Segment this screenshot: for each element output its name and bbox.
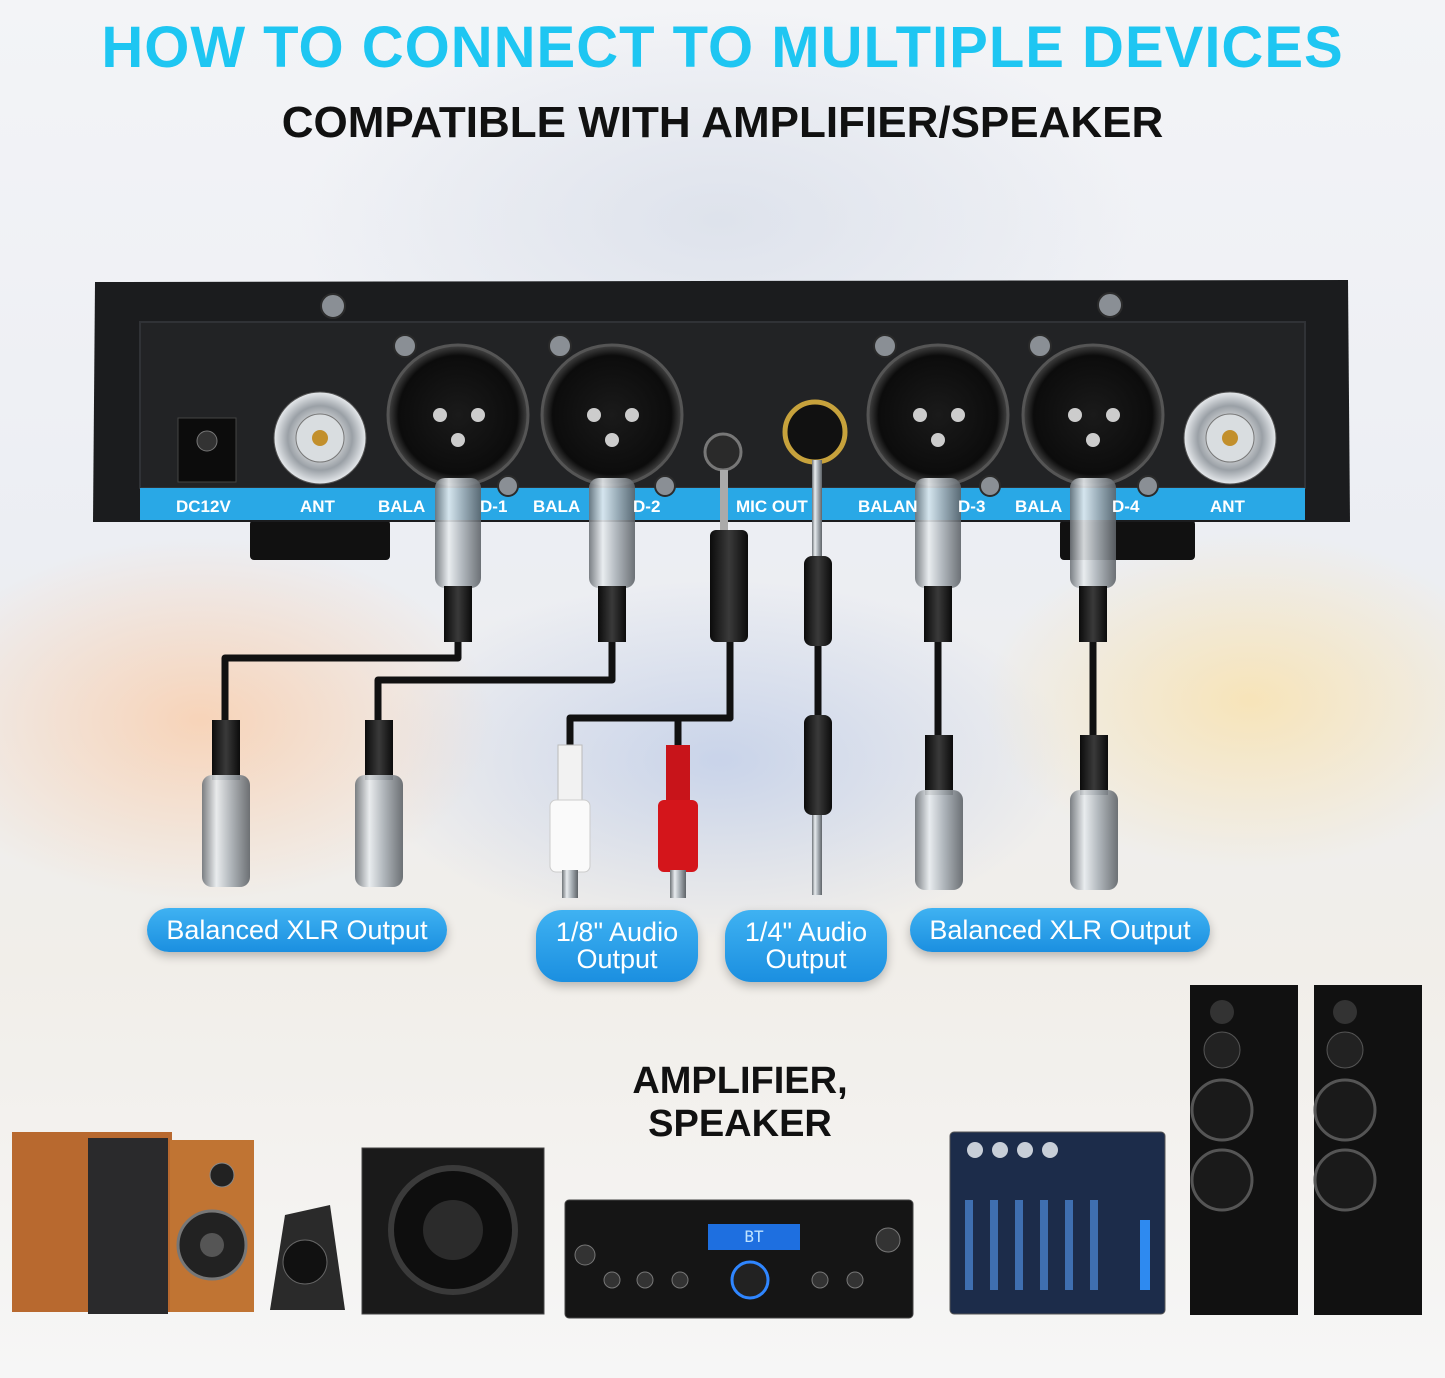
xlr-plug-bottom-1 — [202, 720, 250, 887]
xlr-socket-4 — [1021, 343, 1165, 487]
label-ant-left: ANT — [300, 497, 335, 516]
xlr-plug-bottom-3 — [915, 735, 963, 890]
satellite-speaker — [270, 1205, 345, 1310]
label-balanced-2b: D-2 — [633, 497, 661, 516]
mini-plug-top — [710, 470, 748, 642]
xlr-socket-2 — [540, 343, 684, 487]
label-balanced-xlr-output-left: Balanced XLR Output — [147, 908, 447, 952]
tower-speaker-left — [1190, 985, 1298, 1315]
xlr-plug-top-4 — [1070, 478, 1116, 642]
xlr-plug-bottom-2 — [355, 720, 403, 887]
label-balanced-4a: BALA — [1015, 497, 1063, 516]
amp-display — [708, 1224, 800, 1250]
quarter-plug-top — [804, 460, 832, 646]
label-balanced-1b: D-1 — [480, 497, 508, 516]
quarter-inch-jack — [782, 399, 848, 465]
label-balanced-3a: BALAN — [858, 497, 918, 516]
subwoofer — [361, 1147, 545, 1315]
audio-mixer — [949, 1131, 1166, 1315]
amp-display-text: BT — [744, 1227, 764, 1246]
rca-plug-white — [549, 744, 591, 898]
label-balanced-3b: D-3 — [958, 497, 986, 516]
devices-heading: AMPLIFIER, SPEAKER — [632, 1060, 848, 1145]
quarter-plug-bottom — [804, 715, 832, 895]
mini-jack — [703, 432, 743, 472]
page-subtitle: COMPATIBLE WITH AMPLIFIER/SPEAKER — [281, 98, 1164, 147]
bookshelf-speakers — [12, 1132, 254, 1314]
label-ant-right: ANT — [1210, 497, 1245, 516]
label-balanced-4b: D-4 — [1112, 497, 1140, 516]
label-dc12v: DC12V — [176, 497, 231, 516]
foot-left — [250, 520, 390, 560]
label-eighth-inch-output: 1/8" Audio Output — [536, 910, 698, 982]
label-mic-out: MIC OUT — [736, 497, 808, 516]
stereo-amplifier — [564, 1199, 914, 1319]
page-title: HOW TO CONNECT TO MULTIPLE DEVICES — [101, 15, 1344, 80]
label-balanced-xlr-output-right: Balanced XLR Output — [910, 908, 1210, 952]
xlr-plug-top-3 — [915, 478, 961, 642]
tower-speaker-right — [1313, 985, 1422, 1315]
label-quarter-inch-output: 1/4" Audio Output — [725, 910, 887, 982]
xlr-plug-top-1 — [435, 478, 481, 642]
xlr-plug-bottom-4 — [1070, 735, 1118, 890]
rca-plug-red — [658, 745, 698, 898]
xlr-socket-1 — [386, 343, 530, 487]
xlr-socket-3 — [866, 343, 1010, 487]
label-balanced-1a: BALA — [378, 497, 426, 516]
label-balanced-2a: BALA — [533, 497, 581, 516]
antenna-connector-right — [1183, 391, 1277, 485]
antenna-connector-left — [273, 391, 367, 485]
xlr-plug-top-2 — [589, 478, 635, 642]
